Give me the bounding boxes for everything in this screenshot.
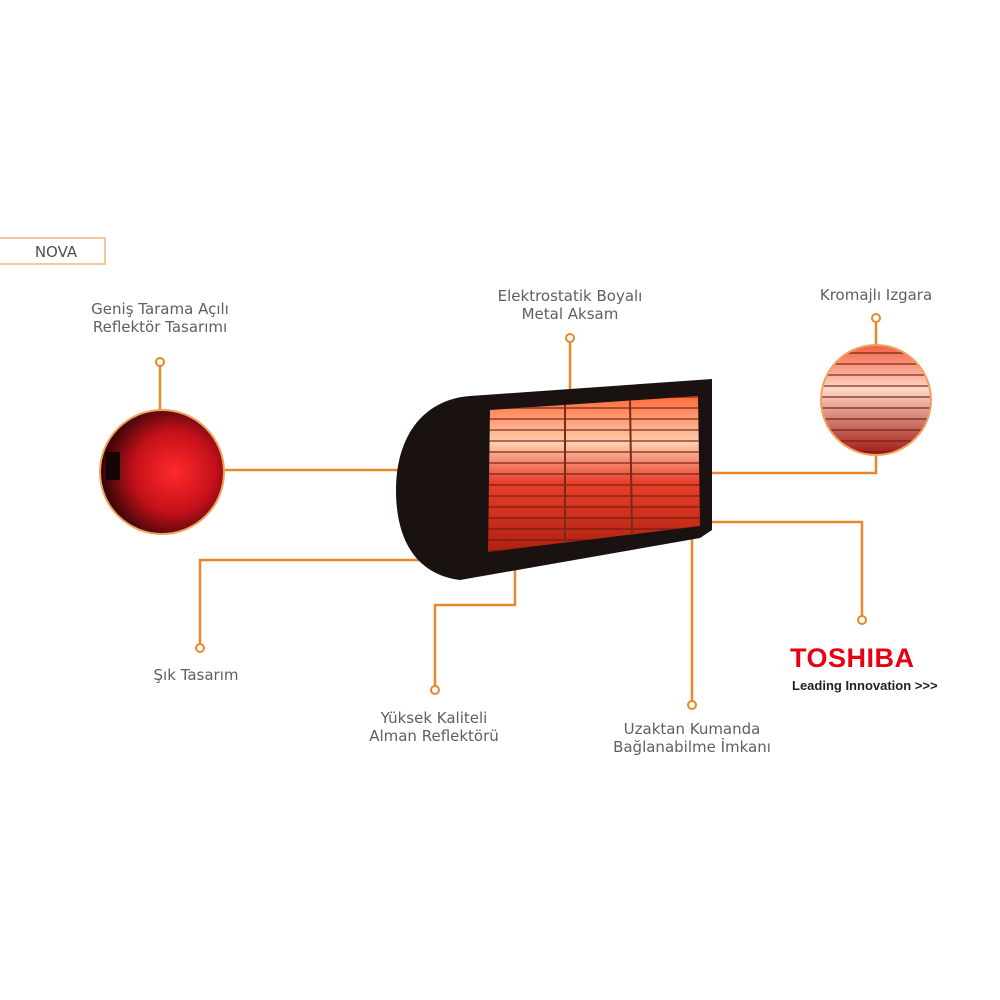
label-line: Elektrostatik Boyalı xyxy=(497,287,643,305)
label-line: Kromajlı Izgara xyxy=(819,286,933,304)
brand-tagline: Leading Innovation >>> xyxy=(792,678,938,694)
tagline-text: Leading Innovation xyxy=(792,678,912,693)
label-line: Bağlanabilme İmkanı xyxy=(613,738,771,756)
label-line: Yüksek Kaliteli xyxy=(380,709,488,727)
label-line: Metal Aksam xyxy=(521,305,619,323)
feature-german-reflector: Yüksek Kaliteli Alman Reflektörü xyxy=(369,709,499,745)
reflector-detail-circle xyxy=(99,409,225,535)
label-line: Şık Tasarım xyxy=(153,666,239,684)
feature-grille: Kromajlı Izgara xyxy=(820,286,932,304)
feature-remote: Uzaktan Kumanda Bağlanabilme İmkanı xyxy=(613,720,771,756)
grille-detail-circle xyxy=(820,344,932,456)
label-line: Reflektör Tasarımı xyxy=(92,318,228,336)
callout-dots xyxy=(155,313,881,710)
feature-metal-body: Elektrostatik Boyalı Metal Aksam xyxy=(498,287,643,323)
label-line: Alman Reflektörü xyxy=(369,727,499,745)
product-name-tag: NOVA xyxy=(0,237,106,265)
label-line: Geniş Tarama Açılı xyxy=(91,300,229,318)
callout-lines xyxy=(158,322,878,701)
feature-stylish: Şık Tasarım xyxy=(154,666,239,684)
heater-image xyxy=(396,379,712,580)
label-line: Uzaktan Kumanda xyxy=(623,720,761,738)
toshiba-logo: TOSHIBA xyxy=(790,643,915,673)
chevrons-icon: >>> xyxy=(914,678,938,693)
feature-reflector-design: Geniş Tarama Açılı Reflektör Tasarımı xyxy=(91,300,229,336)
